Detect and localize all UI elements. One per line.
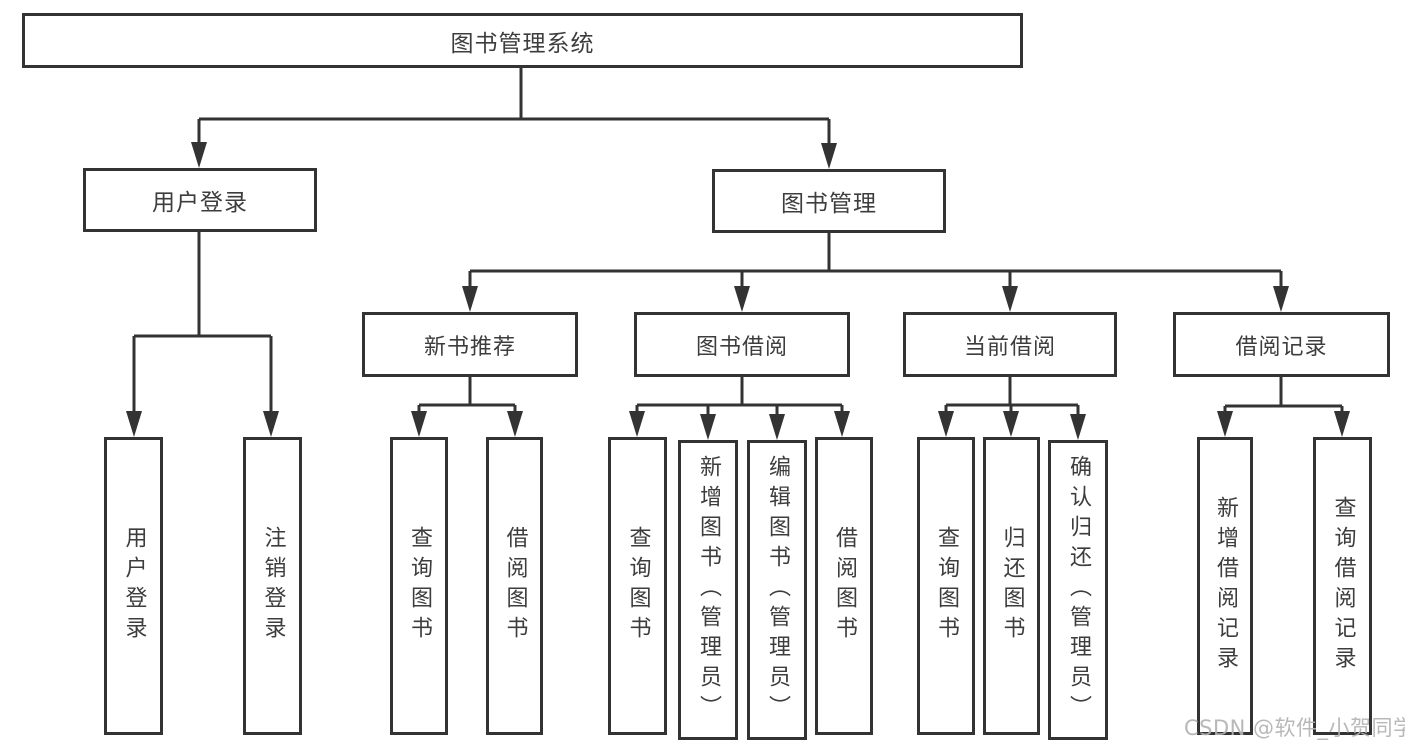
node-new-book-recommend: 新书推荐: [362, 312, 578, 377]
leaf-add-book-admin: 新增图书（管理员）: [678, 440, 738, 740]
node-user-login-label: 用户登录: [152, 190, 248, 216]
node-book-borrowing-label: 图书借阅: [695, 334, 788, 360]
leaf-edit-book-admin: 编辑图书（管理员）: [747, 440, 807, 740]
node-root-label: 图书管理系统: [450, 30, 595, 57]
leaf-borrow-book-borrow-label: 借阅图书: [832, 526, 857, 646]
leaf-user-login: 用户登录: [104, 437, 163, 735]
arrowheads: [126, 142, 1350, 440]
leaf-query-book-borrow: 查询图书: [608, 437, 667, 735]
leaf-confirm-return-admin: 确认归还（管理员）: [1048, 440, 1108, 740]
leaf-query-book-recommend: 查询图书: [390, 437, 448, 735]
connector-path: [132, 68, 1344, 418]
leaf-borrow-book-borrow: 借阅图书: [815, 437, 873, 735]
leaf-confirm-return-admin-label: 确认归还（管理员）: [1066, 455, 1091, 725]
leaf-edit-book-admin-label: 编辑图书（管理员）: [765, 455, 790, 725]
leaf-query-book-recommend-label: 查询图书: [407, 526, 432, 646]
node-root: 图书管理系统: [22, 13, 1023, 68]
csdn-watermark: CSDN @软件_小贺同学: [1184, 716, 1405, 740]
node-user-login: 用户登录: [83, 168, 317, 232]
leaf-query-book-current-label: 查询图书: [934, 526, 959, 646]
leaf-query-book-current: 查询图书: [917, 437, 975, 735]
node-borrowing-records-label: 借阅记录: [1235, 334, 1328, 360]
leaf-user-login-label: 用户登录: [121, 526, 147, 646]
node-book-borrowing: 图书借阅: [634, 312, 850, 377]
node-new-book-recommend-label: 新书推荐: [423, 334, 516, 360]
leaf-return-book-label: 归还图书: [999, 526, 1025, 646]
leaf-query-borrow-record-label: 查询借阅记录: [1330, 496, 1356, 676]
leaf-query-book-borrow-label: 查询图书: [625, 526, 651, 646]
node-current-borrowing: 当前借阅: [903, 312, 1117, 377]
leaf-borrow-book-recommend-label: 借阅图书: [502, 526, 528, 646]
node-borrowing-records: 借阅记录: [1173, 312, 1390, 377]
leaf-logout-label: 注销登录: [260, 526, 286, 646]
leaf-query-borrow-record: 查询借阅记录: [1313, 437, 1372, 735]
leaf-add-borrow-record-label: 新增借阅记录: [1213, 496, 1238, 676]
node-book-management: 图书管理: [712, 169, 946, 233]
leaf-return-book: 归还图书: [983, 437, 1040, 735]
leaf-borrow-book-recommend: 借阅图书: [486, 437, 543, 735]
leaf-add-borrow-record: 新增借阅记录: [1197, 437, 1253, 735]
node-current-borrowing-label: 当前借阅: [963, 334, 1056, 360]
node-book-management-label: 图书管理: [781, 191, 877, 217]
leaf-add-book-admin-label: 新增图书（管理员）: [696, 455, 721, 725]
leaf-logout: 注销登录: [243, 437, 302, 735]
